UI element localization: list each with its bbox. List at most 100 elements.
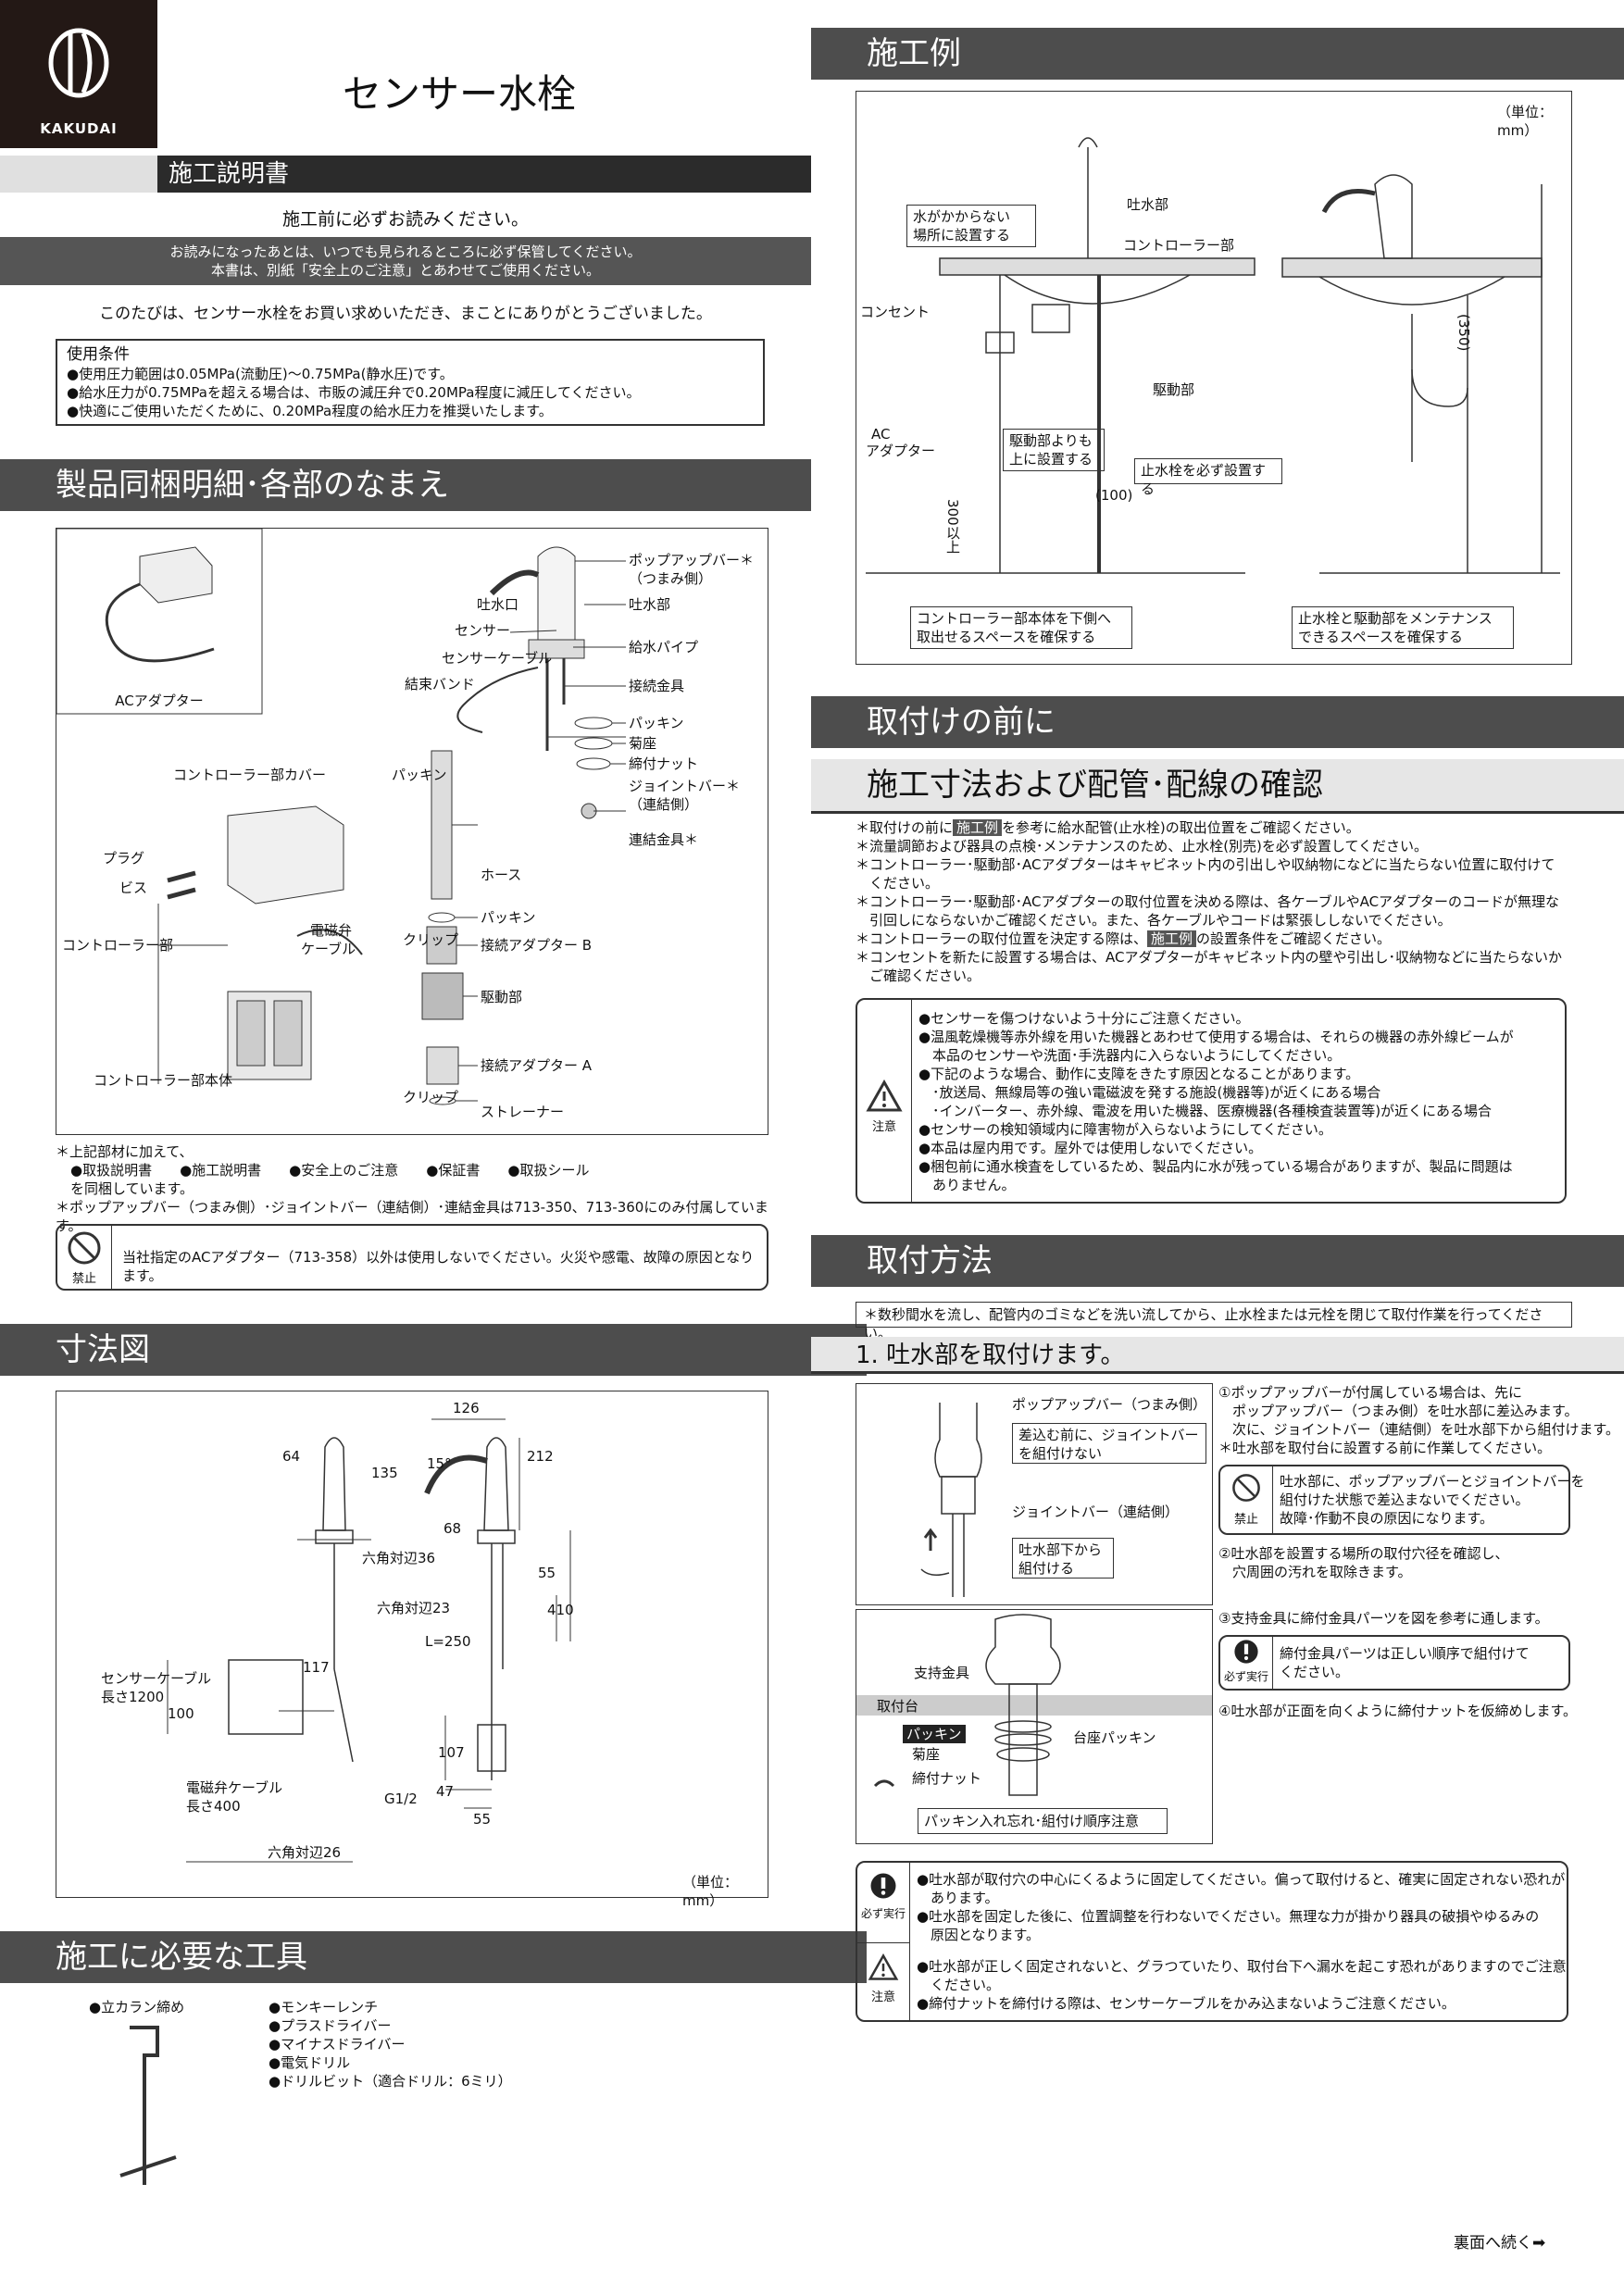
dim-l250: L=250 bbox=[425, 1633, 471, 1650]
instruction-3: ③支持金具に締付金具パーツを図を参考に通します。 bbox=[1218, 1610, 1549, 1627]
label-joint-bar: ジョイントバー＊ bbox=[629, 778, 741, 794]
prohibit-label: 禁止 bbox=[71, 1272, 96, 1286]
example-figure bbox=[866, 137, 1560, 574]
check-item: ＊コンセントを新たに設置する場合は、ACアダプターがキャビネット内の壁や引出し･… bbox=[856, 949, 1562, 966]
label-washer: 菊座 bbox=[912, 1746, 941, 1763]
label-adapter: アダプター bbox=[866, 443, 936, 459]
dims-diagram: 126 64 212 135 15° 68 六角対辺36 55 410 六角対辺… bbox=[56, 1391, 768, 1909]
controller-cover-icon bbox=[227, 805, 344, 905]
caution-lines: ●センサーを傷つけないよう十分にご注意ください。 ●温風乾燥機等赤外線を用いた機… bbox=[918, 1009, 1514, 1194]
caution-lines: ●吐水部が正しく固定されないと、グラつていたり、取付台下へ漏水を起こす恐れがあり… bbox=[917, 1957, 1567, 2013]
label-spout: 吐水部 bbox=[1127, 196, 1169, 213]
label-sensor: センサー bbox=[455, 622, 511, 639]
callout-above-drive: 駆動部よりも 上に設置する bbox=[1003, 429, 1105, 471]
parts-diagram: ACアダプター ポップアップバー＊ （つまみ側） 吐水口 吐水部 センサー 給水… bbox=[56, 528, 768, 1135]
section-tools-header: 施工に必要な工具 bbox=[0, 1931, 867, 1983]
prohibit-icon-cell: 禁止 bbox=[1220, 1466, 1273, 1533]
prohibit-box: 禁止 当社指定のACアダプター（713-358）以外は使用しないでください。火災… bbox=[56, 1224, 768, 1291]
label-ctrl-body: コントローラー部本体 bbox=[94, 1072, 233, 1089]
prohibit-line: 故障･作動不良の原因になります。 bbox=[1280, 1510, 1494, 1527]
must-icon-cell: 必ず実行 bbox=[857, 1863, 910, 1943]
dim-350: (350) bbox=[1455, 314, 1472, 352]
caution-line: ●センサーの検知領域内に障害物が入らないようにしてください。 bbox=[918, 1121, 1332, 1138]
label-solenoid-cable: 電磁弁 bbox=[310, 922, 353, 939]
section-check-header: 施工寸法および配管･配線の確認 bbox=[811, 759, 1624, 814]
check-item: ＊取付けの前に施工例を参考に給水配管(止水栓)の取出位置をご確認ください。 bbox=[856, 819, 1360, 836]
instruction-line: ②吐水部を設置する場所の取付穴径を確認し、 bbox=[1218, 1545, 1509, 1562]
dim-64: 64 bbox=[282, 1448, 301, 1465]
callout-line: 水がかからない bbox=[913, 208, 1011, 225]
warning-triangle-icon bbox=[866, 1079, 903, 1112]
caution-line: ●吐水部が正しく固定されないと、グラつていたり、取付台下へ漏水を起こす恐れがあり… bbox=[917, 1958, 1567, 1975]
doc-label: 施工説明書 bbox=[157, 156, 811, 193]
prohibit-label: 禁止 bbox=[1233, 1513, 1258, 1527]
must-line: ●吐水部を固定した後に、位置調整を行わないでください。無理な力が掛かり器具の破損… bbox=[917, 1908, 1540, 1925]
must-line: ください。 bbox=[1280, 1664, 1350, 1680]
callout-line: 組付ける bbox=[1018, 1560, 1075, 1577]
usage-heading: 使用条件 bbox=[67, 345, 130, 364]
check-item: ＊流量調節および器具の点検･メンテナンスのため、止水栓(別売)を必ず設置してくだ… bbox=[856, 838, 1429, 855]
label-adapter-a: 接続アダプター A bbox=[481, 1057, 593, 1074]
dim-410: 410 bbox=[547, 1602, 574, 1618]
parts-notes: ＊上記部材に加えて、 ●取扱説明書 ●施工説明書 ●安全上のご注意 ●保証書 ●… bbox=[56, 1142, 778, 1235]
tag-example: 施工例 bbox=[1147, 930, 1197, 947]
check-item: ＊コントローラー･駆動部･ACアダプターはキャビネット内の引出しや収納物になどに… bbox=[856, 856, 1555, 873]
section-example-header: 施工例 bbox=[811, 28, 1624, 80]
mounting-figure bbox=[856, 1614, 1212, 1796]
tag-example: 施工例 bbox=[953, 819, 1003, 836]
faucet-side-view-icon bbox=[424, 1437, 516, 1780]
step1-figure-b: 支持金具 取付台 パッキン 菊座 締付ナット 台座パッキン パッキン入れ忘れ･組… bbox=[856, 1609, 1213, 1844]
callout-line: を組付けない bbox=[1018, 1445, 1103, 1462]
instruction-line: ①ポップアップバーが付属している場合は、先に bbox=[1218, 1384, 1522, 1401]
example-diagram: （単位：mm） 水がかからない 場所に設置する 吐水部 コントローラー部 コンセ… bbox=[856, 91, 1572, 665]
label-nut: 締付ナット bbox=[912, 1770, 982, 1787]
callout-line: 上に設置する bbox=[1009, 451, 1093, 468]
prohibit-icon-cell: 禁止 bbox=[57, 1226, 112, 1289]
dim-55b: 55 bbox=[473, 1811, 492, 1828]
label-drive: 駆動部 bbox=[481, 989, 523, 1005]
check-list: ＊取付けの前に施工例を参考に給水配管(止水栓)の取出位置をご確認ください。 ＊流… bbox=[856, 818, 1578, 985]
label-ctrl-cover: コントローラー部カバー bbox=[173, 767, 327, 783]
dim-hex26: 六角対辺26 bbox=[268, 1844, 342, 1861]
notice-band: お読みになったあとは、いつでも見られるところに必ず保管してください。 本書は、別… bbox=[0, 237, 811, 285]
callout-line: 場所に設置する bbox=[913, 227, 1011, 243]
spout-joint-figure bbox=[920, 1403, 982, 1597]
faucet-front-view-icon bbox=[228, 1437, 354, 1763]
caution-line: 本品のセンサーや洗面･手洗器内に入らないようにしてください。 bbox=[918, 1047, 1342, 1064]
callout-space-maint: 止水栓と駆動部をメンテナンス できるスペースを確保する bbox=[1292, 606, 1514, 649]
logo-mark-icon bbox=[48, 28, 109, 98]
must-do-icon bbox=[870, 1873, 896, 1899]
label-ac-adapter: ACアダプター bbox=[115, 693, 204, 709]
instruction-line: 穴周囲の汚れを取除きます。 bbox=[1218, 1564, 1412, 1580]
label-joint: ジョイントバー（連結側） bbox=[1012, 1504, 1180, 1520]
step1-header: 1. 吐水部を取付けます。 bbox=[811, 1337, 1624, 1374]
prohibit-line: 吐水部に、ポップアップバーとジョイントバーを bbox=[1280, 1473, 1585, 1490]
usage-item: ●快適にご使用いただくために、0.20MPa程度の給水圧力を推奨いたします。 bbox=[67, 403, 553, 419]
label-binding-band: 結束バンド bbox=[405, 676, 475, 693]
check-item: ください。 bbox=[856, 875, 940, 892]
label-sensor-cable: センサーケーブル bbox=[442, 650, 553, 667]
dim-hex23: 六角対辺23 bbox=[377, 1600, 451, 1616]
dim-100: 100 bbox=[168, 1705, 194, 1722]
caution-label: 注意 bbox=[870, 1990, 895, 2004]
tool-item: ●モンキーレンチ bbox=[269, 1999, 379, 2015]
must-line: 締付金具パーツは正しい順序で組付けて bbox=[1280, 1645, 1530, 1662]
continue-link[interactable]: 裏面へ続く➡ bbox=[1454, 2234, 1546, 2252]
label-link-fitting: 連結金具＊ bbox=[629, 831, 699, 848]
label-packing: パッキン bbox=[629, 715, 684, 731]
label-controller: コントローラー部 bbox=[1123, 237, 1235, 254]
callout-stop-valve: 止水栓を必ず設置する bbox=[1134, 458, 1282, 497]
caution-line: ●締付ナットを締付ける際は、センサーケーブルをかみ込まないようご注意ください。 bbox=[917, 1995, 1455, 2012]
caution-line: ●下記のような場合、動作に支障をきたす原因となることがあります。 bbox=[918, 1066, 1360, 1082]
usage-item: ●給水圧力が0.75MPaを超える場合は、市販の減圧弁で0.20MPa程度に減圧… bbox=[67, 384, 641, 401]
callout-assemble: 吐水部下から 組付ける bbox=[1012, 1538, 1114, 1578]
dim-55: 55 bbox=[538, 1565, 556, 1581]
dim-212: 212 bbox=[527, 1448, 554, 1465]
must-do-icon bbox=[1234, 1640, 1258, 1664]
dim-15deg: 15° bbox=[427, 1455, 452, 1472]
section-parts-header: 製品同梱明細･各部のなまえ bbox=[0, 459, 811, 511]
instruction-4: ④吐水部が正面を向くように締付ナットを仮締めします。 bbox=[1218, 1703, 1577, 1719]
label-screw: ビス bbox=[119, 880, 148, 896]
label-washer: 菊座 bbox=[629, 735, 657, 752]
brand-logo: KAKUDAI bbox=[0, 0, 157, 148]
